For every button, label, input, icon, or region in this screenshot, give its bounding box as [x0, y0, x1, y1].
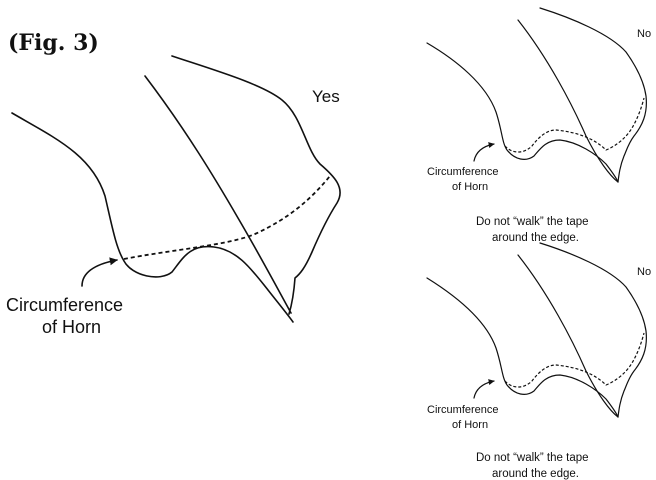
- panel-main: Yes Circumference of Horn: [6, 55, 341, 337]
- instruction-note-bottom-line2: around the edge.: [492, 468, 579, 480]
- instruction-note-top-line1: Do not “walk” the tape: [476, 216, 589, 228]
- horn-outline-left-top: [426, 42, 619, 183]
- horn-outer-line-bottom: [539, 242, 647, 418]
- horn-outer-line: [171, 55, 341, 315]
- horn-inner-line-bottom: [517, 254, 619, 418]
- label-leader-arrow-bottom: [473, 379, 495, 399]
- label-leader-arrow-top: [473, 142, 495, 162]
- verdict-no-bottom: No: [637, 266, 651, 278]
- circumference-label-bottom-line1: Circumference: [427, 404, 499, 416]
- horn-inner-line: [144, 75, 292, 314]
- horn-inner-line-top: [517, 19, 619, 183]
- circumference-label-line2: of Horn: [42, 317, 101, 337]
- circumference-label-top-line2: of Horn: [452, 181, 488, 193]
- circumference-label-top-line1: Circumference: [427, 166, 499, 178]
- figure-title: (Fig. 3): [8, 30, 99, 56]
- circumference-dashed-line: [123, 175, 331, 260]
- horn-outline-left-bottom: [426, 277, 619, 418]
- verdict-no-top: No: [637, 28, 651, 40]
- verdict-yes: Yes: [312, 87, 340, 106]
- instruction-note-bottom-line1: Do not “walk” the tape: [476, 452, 589, 464]
- circumference-label-bottom-line2: of Horn: [452, 419, 488, 431]
- horn-outer-line-top: [539, 7, 647, 183]
- horn-outline-left: [11, 112, 294, 323]
- panel-top-right: No Circumference of Horn Do not “walk” t…: [426, 7, 651, 244]
- label-leader-arrow: [81, 257, 118, 287]
- circumference-label-line1: Circumference: [6, 295, 123, 315]
- panel-bottom-right: No Circumference of Horn Do not “walk” t…: [426, 242, 651, 480]
- walked-tape-dashed-top: [504, 97, 645, 153]
- walked-tape-dashed-bottom: [504, 332, 645, 388]
- instruction-note-top-line2: around the edge.: [492, 232, 579, 244]
